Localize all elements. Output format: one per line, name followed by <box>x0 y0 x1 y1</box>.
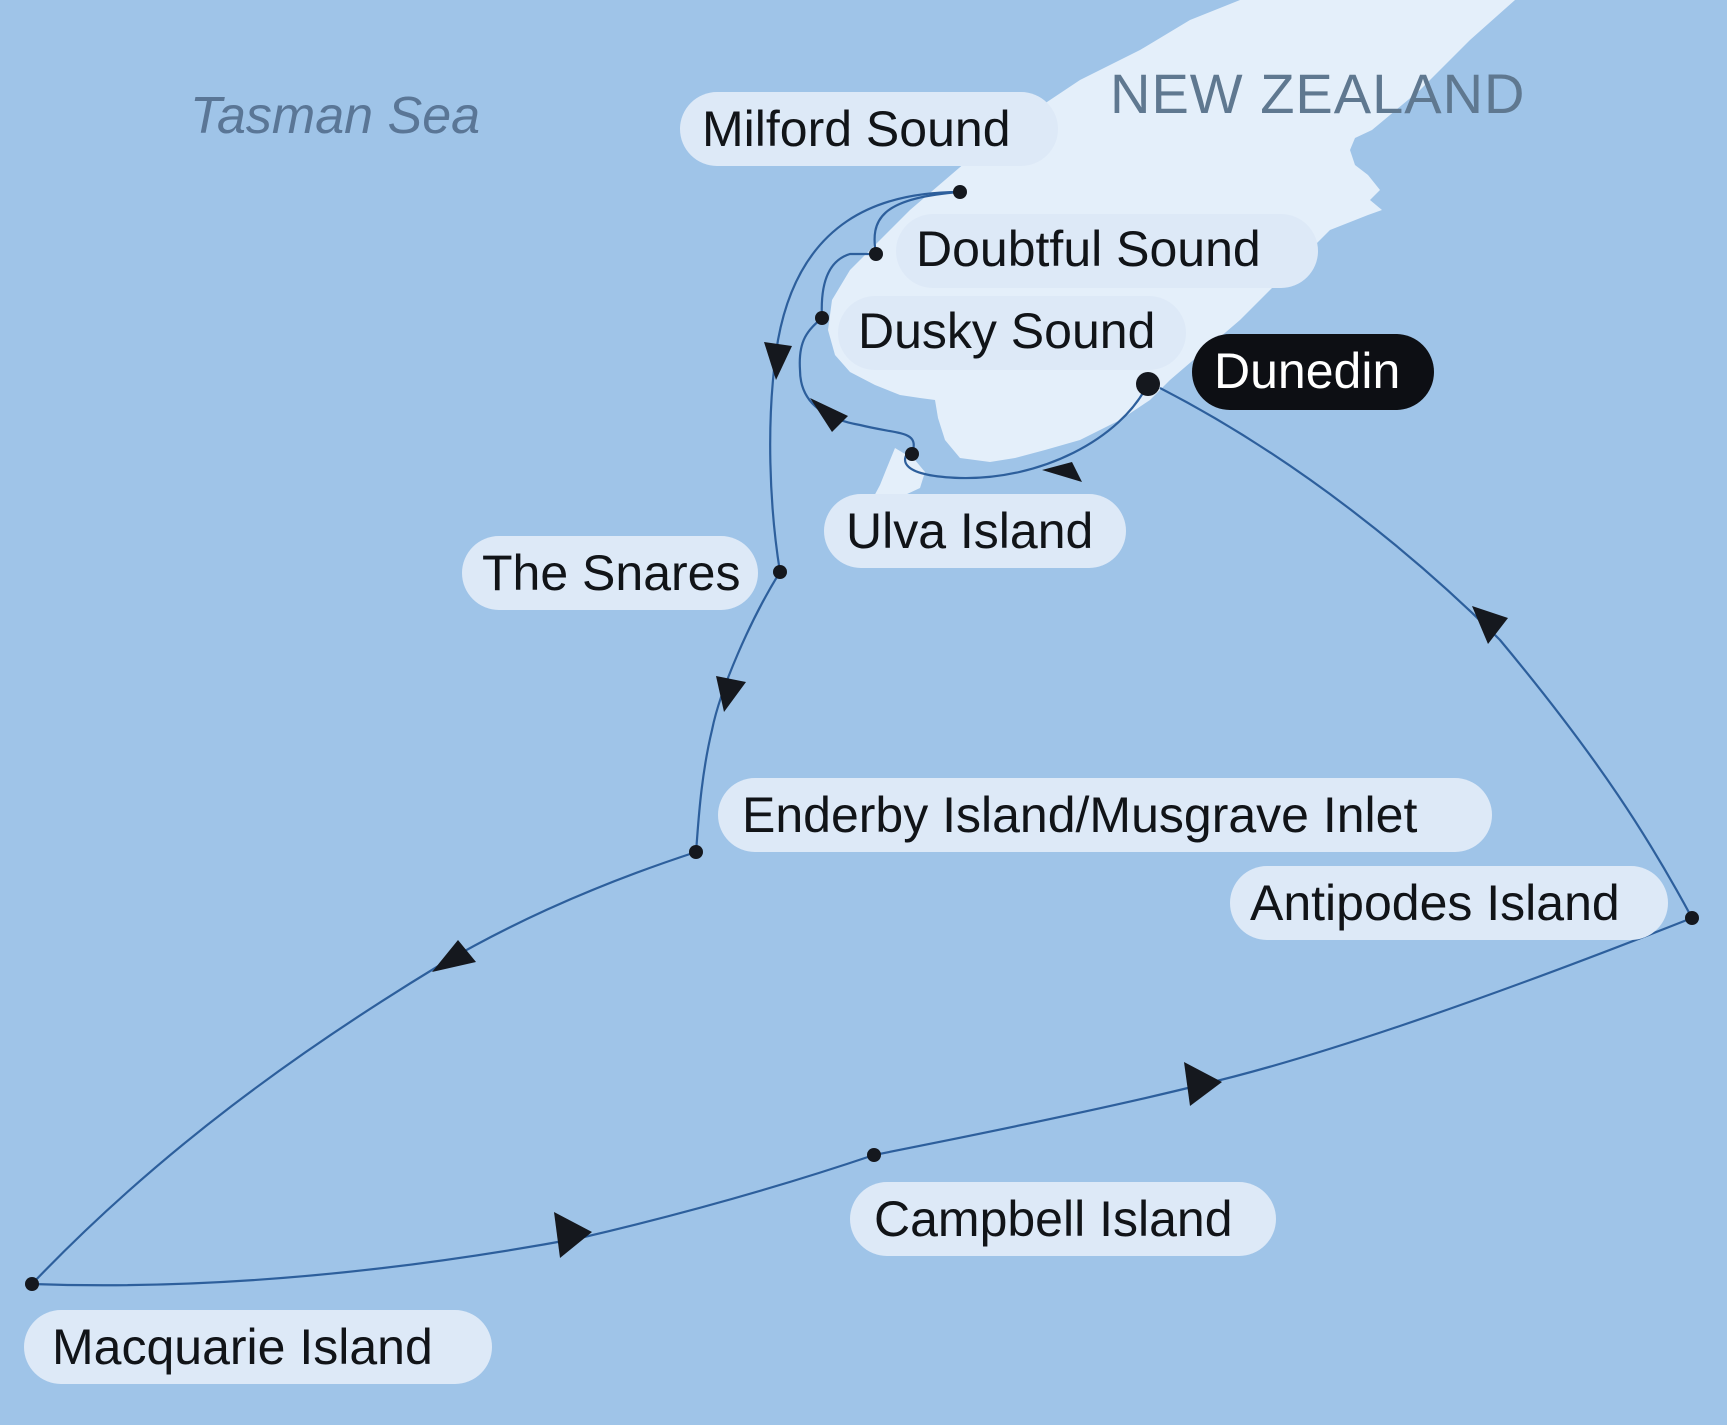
route-milford-to-snares <box>769 190 961 573</box>
stop-label-milford-sound[interactable]: Milford Sound <box>680 92 1058 166</box>
route-direction-arrows <box>432 342 1508 1258</box>
stop-label-text: Dunedin <box>1214 343 1400 399</box>
stop-marker-doubtful-sound[interactable] <box>869 247 883 261</box>
stop-label-doubtful-sound[interactable]: Doubtful Sound <box>896 214 1318 288</box>
stop-label-antipodes-island[interactable]: Antipodes Island <box>1230 866 1668 940</box>
stop-marker-dunedin[interactable] <box>1136 372 1160 396</box>
direction-arrow-icon <box>764 342 792 380</box>
stop-marker-milford-sound[interactable] <box>953 185 967 199</box>
stop-label-text: Macquarie Island <box>52 1319 433 1375</box>
route-dusky-to-doubtful <box>820 252 876 319</box>
stop-markers <box>25 185 1699 1291</box>
stop-label-text: Antipodes Island <box>1250 875 1620 931</box>
direction-arrow-icon <box>810 398 848 432</box>
stop-label-macquarie-island[interactable]: Macquarie Island <box>24 1310 492 1384</box>
direction-arrow-icon <box>716 676 746 712</box>
route-dunedin-to-ulva <box>903 383 1149 480</box>
stop-label-enderby-island[interactable]: Enderby Island/Musgrave Inlet <box>718 778 1492 852</box>
stop-label-text: Doubtful Sound <box>916 221 1261 277</box>
stop-label-text: The Snares <box>482 545 740 601</box>
direction-arrow-icon <box>554 1212 592 1258</box>
stop-marker-campbell-island[interactable] <box>867 1148 881 1162</box>
stop-marker-macquarie-island[interactable] <box>25 1277 39 1291</box>
stop-label-text: Ulva Island <box>846 503 1093 559</box>
stop-marker-the-snares[interactable] <box>773 565 787 579</box>
route-antipodes-to-dunedin <box>1159 387 1693 919</box>
stop-label-the-snares[interactable]: The Snares <box>462 536 758 610</box>
sea-label: Tasman Sea <box>190 87 480 145</box>
route-snares-to-enderby <box>694 571 781 853</box>
stop-label-text: Dusky Sound <box>858 303 1155 359</box>
stop-marker-enderby-island[interactable] <box>689 845 703 859</box>
stop-label-text: Campbell Island <box>874 1191 1233 1247</box>
stop-label-text: Milford Sound <box>702 101 1011 157</box>
stop-label-text: Enderby Island/Musgrave Inlet <box>742 787 1417 843</box>
stewart-island-landmass <box>872 448 925 508</box>
stop-label-campbell-island[interactable]: Campbell Island <box>850 1182 1276 1256</box>
voyage-route <box>31 190 1693 1287</box>
stop-label-ulva-island[interactable]: Ulva Island <box>824 494 1126 568</box>
route-macquarie-to-campbell <box>31 1153 875 1287</box>
route-enderby-to-macquarie <box>31 850 697 1285</box>
stop-marker-antipodes-island[interactable] <box>1685 911 1699 925</box>
direction-arrow-icon <box>432 940 476 972</box>
direction-arrow-icon <box>1184 1062 1222 1106</box>
direction-arrow-icon <box>1472 606 1508 644</box>
direction-arrow-icon <box>1042 462 1082 482</box>
stop-labels: Milford Sound Doubtful Sound Dusky Sound… <box>24 92 1668 1384</box>
route-campbell-to-antipodes <box>873 916 1693 1157</box>
route-doubtful-to-milford <box>873 190 961 255</box>
stop-label-dunedin[interactable]: Dunedin <box>1192 334 1434 410</box>
stop-label-dusky-sound[interactable]: Dusky Sound <box>838 296 1186 370</box>
stop-marker-ulva-island[interactable] <box>905 447 919 461</box>
stop-marker-dusky-sound[interactable] <box>815 311 829 325</box>
country-label: NEW ZEALAND <box>1110 62 1526 125</box>
